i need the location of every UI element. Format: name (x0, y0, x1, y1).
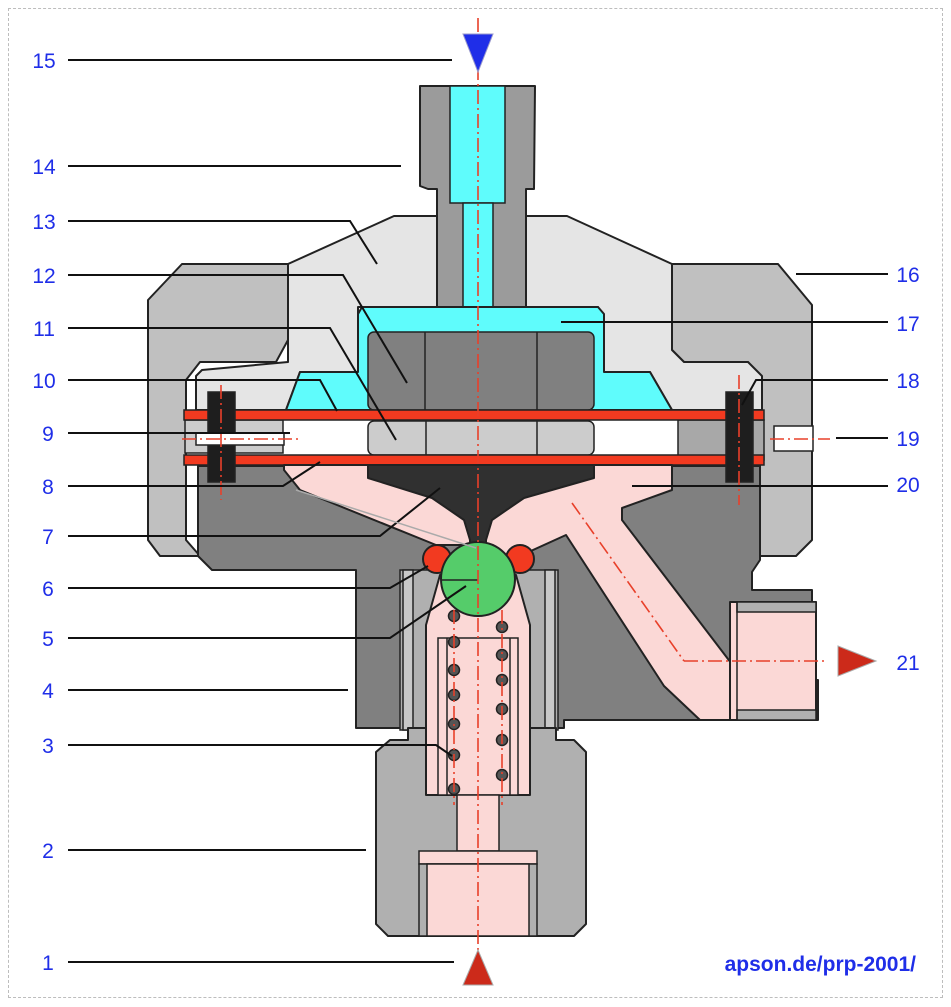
outlet-port-thread-top (736, 601, 817, 613)
label-11: 11 (33, 318, 55, 341)
seat-sleeve-liner-l (402, 569, 414, 731)
seat-sleeve-liner-r (544, 569, 556, 731)
diagram-frame (8, 8, 943, 998)
inlet-arrow-top-icon (462, 33, 494, 74)
label-3: 3 (42, 735, 54, 758)
label-14: 14 (32, 156, 56, 179)
leader-lines (68, 59, 888, 963)
label-9: 9 (42, 423, 54, 446)
label-21: 21 (896, 652, 919, 675)
diaphragm-upper-10 (183, 409, 765, 421)
outlet-arrow-21-icon (837, 645, 878, 677)
label-2: 2 (42, 840, 54, 863)
label-4: 4 (42, 680, 54, 703)
label-6: 6 (42, 578, 54, 601)
piston-block-12 (367, 331, 595, 411)
label-17: 17 (896, 313, 919, 336)
label-18: 18 (896, 370, 919, 393)
label-16: 16 (896, 264, 919, 287)
label-12: 12 (32, 265, 55, 288)
outlet-port-thread-bottom (736, 709, 817, 721)
label-5: 5 (42, 628, 54, 651)
label-8: 8 (42, 476, 54, 499)
label-19: 19 (896, 428, 919, 451)
label-13: 13 (32, 211, 55, 234)
label-1: 1 (42, 952, 54, 975)
diaphragm-lower-8 (183, 454, 765, 466)
outlet-axis-diag (571, 502, 685, 662)
inlet-arrow-bottom-icon (462, 948, 494, 986)
piston-plate-11 (367, 420, 595, 456)
credit-link[interactable]: apson.de/prp-2001/ (725, 953, 917, 976)
label-7: 7 (42, 526, 54, 549)
label-20: 20 (896, 474, 919, 497)
label-15: 15 (32, 50, 55, 73)
label-10: 10 (32, 370, 55, 393)
